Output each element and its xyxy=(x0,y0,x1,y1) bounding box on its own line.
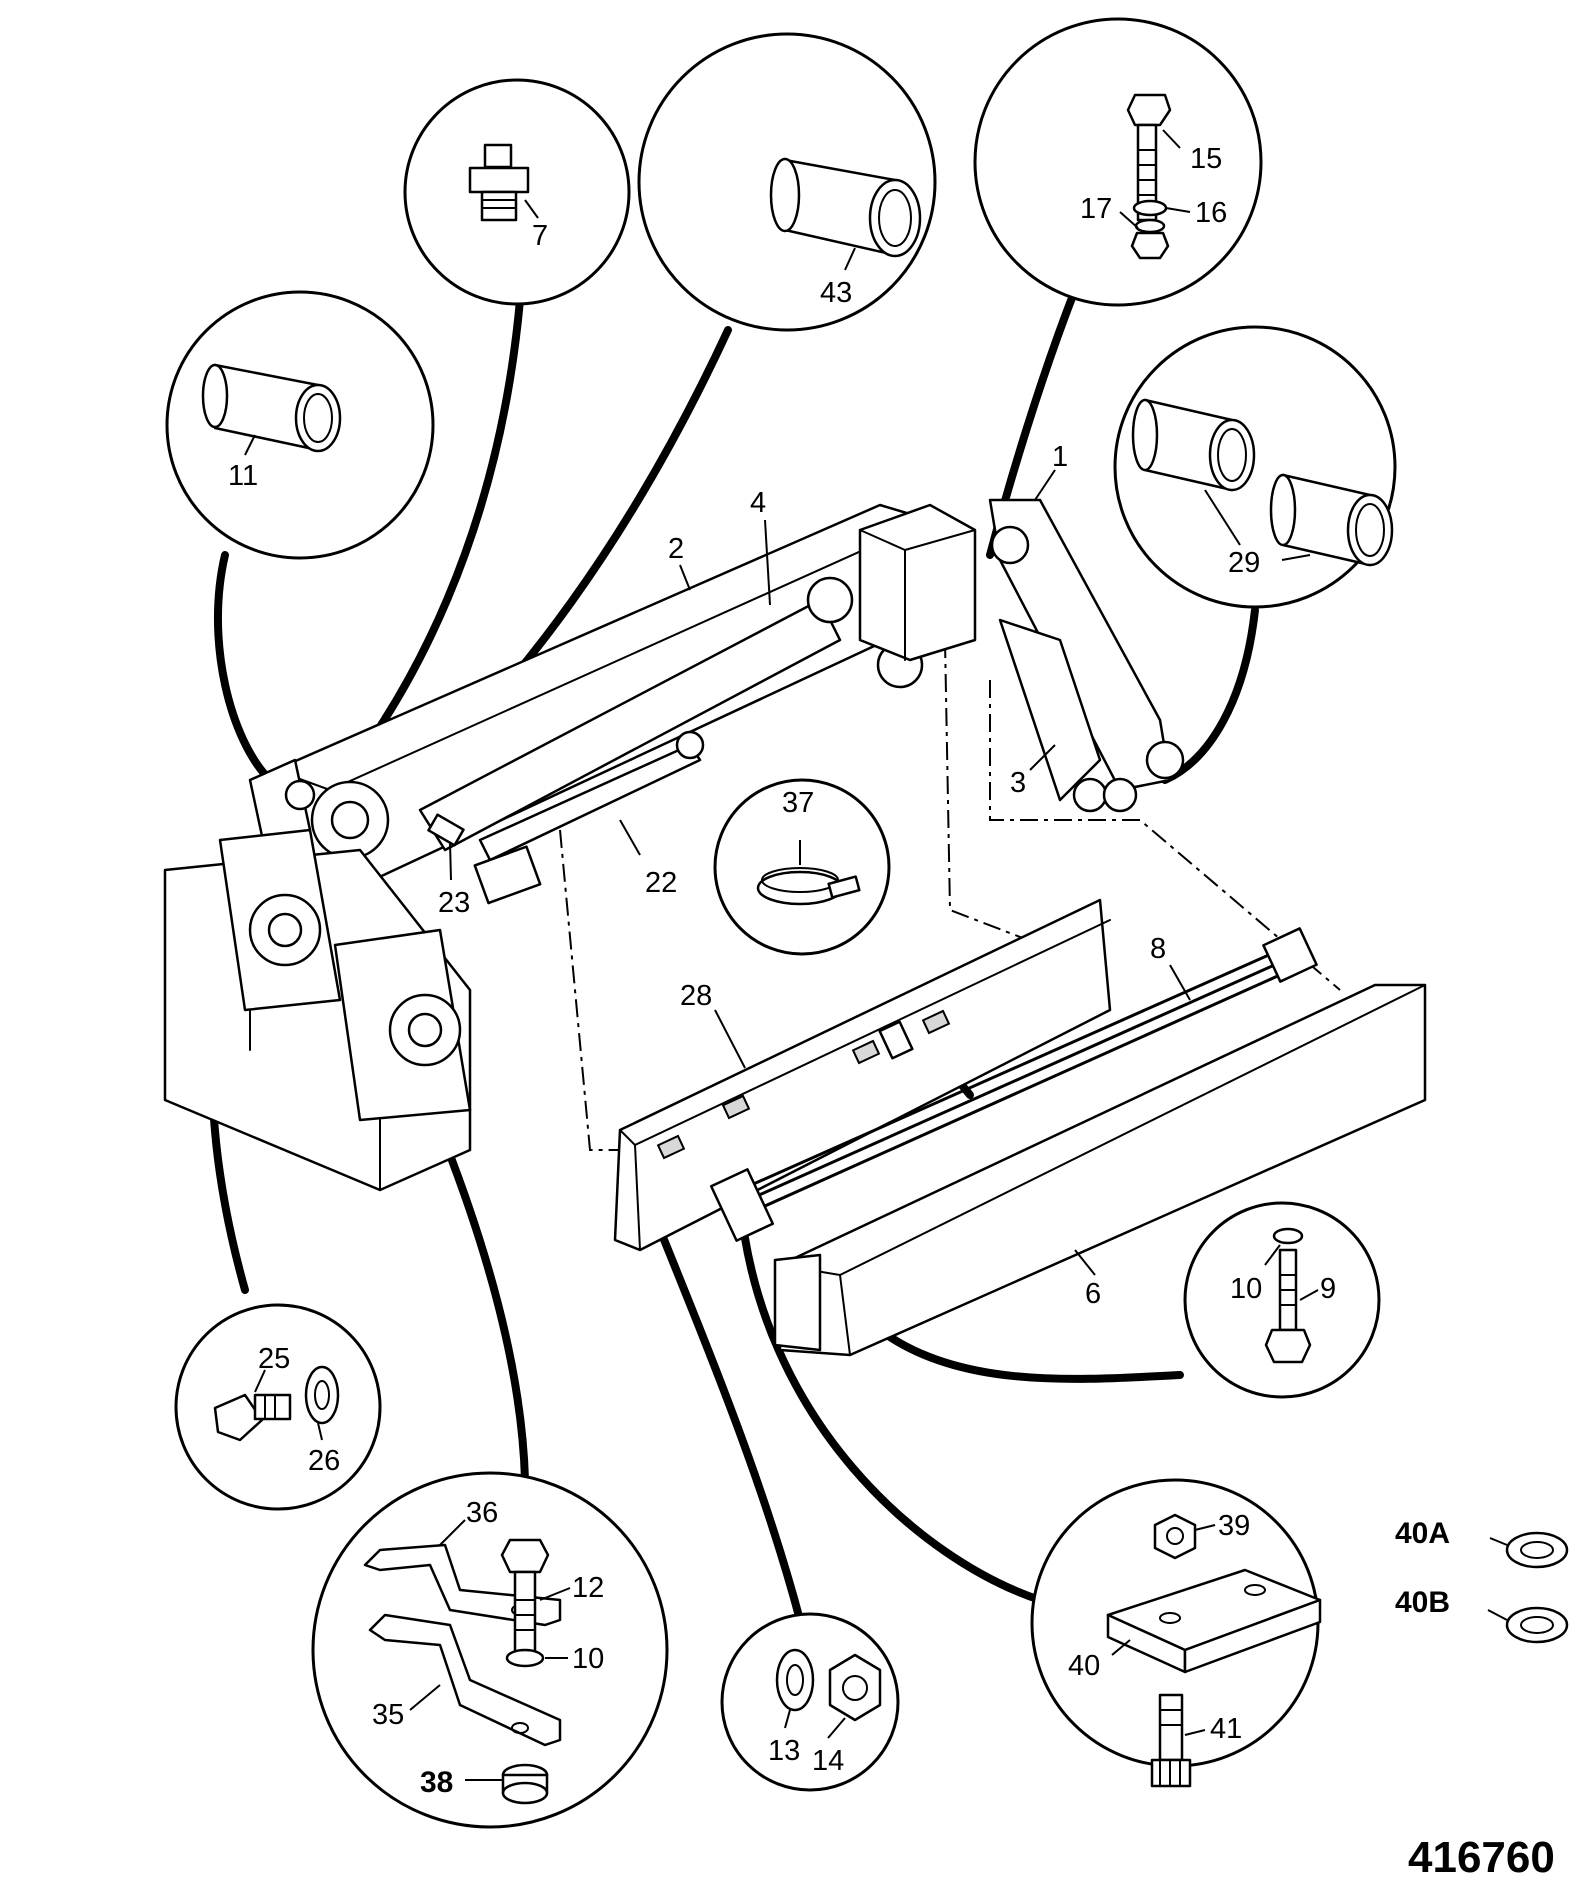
detail-bubble-9-10: 10 9 xyxy=(1183,1201,1381,1399)
callout-28: 28 xyxy=(680,980,712,1012)
callout-11: 11 xyxy=(228,460,258,492)
callout-43: 43 xyxy=(820,277,852,309)
callout-40: 40 xyxy=(1068,1650,1100,1682)
callout-35: 35 xyxy=(372,1699,404,1731)
detail-bubble-15-16-17: 15 16 17 xyxy=(973,17,1263,307)
callout-15: 15 xyxy=(1190,143,1222,175)
assembly-callouts: 1 2 4 3 22 23 8 28 6 xyxy=(438,441,1191,1310)
callout-12: 12 xyxy=(572,1572,604,1604)
callout-7: 7 xyxy=(532,220,548,252)
callout-13: 13 xyxy=(768,1735,800,1767)
callout-37: 37 xyxy=(782,787,814,819)
washer-40b: 40B xyxy=(1395,1586,1569,1644)
callout-40a: 40A xyxy=(1395,1517,1450,1550)
callout-39: 39 xyxy=(1218,1510,1250,1542)
callout-41: 41 xyxy=(1210,1713,1242,1745)
detail-bubble-39-40-41: 39 40 41 xyxy=(1030,1478,1322,1788)
callout-1: 1 xyxy=(1052,441,1068,473)
detail-bubble-43: 43 xyxy=(637,32,937,332)
callout-17: 17 xyxy=(1080,193,1112,225)
callout-16: 16 xyxy=(1195,197,1227,229)
detail-bubble-11: 11 xyxy=(165,290,435,560)
callout-6: 6 xyxy=(1085,1278,1101,1310)
callout-3: 3 xyxy=(1010,767,1026,799)
main-assembly xyxy=(163,498,1427,1357)
callout-10-lower: 10 xyxy=(572,1643,604,1675)
callout-2: 2 xyxy=(668,533,684,565)
callout-23: 23 xyxy=(438,887,470,919)
callout-22: 22 xyxy=(645,867,677,899)
hydraulic-ram xyxy=(418,598,842,852)
cover-box xyxy=(778,983,1427,1357)
callout-40b: 40B xyxy=(1395,1586,1450,1619)
detail-bubble-7: 7 xyxy=(403,78,631,306)
callout-26: 26 xyxy=(308,1445,340,1477)
washer-40a: 40A xyxy=(1395,1517,1569,1569)
detail-bubble-25-26: 25 26 xyxy=(174,1303,382,1511)
drawing-reference-number: 416760 xyxy=(1408,1833,1555,1882)
detail-bubble-13-14: 13 14 xyxy=(720,1612,900,1792)
callout-8: 8 xyxy=(1150,933,1166,965)
callout-36: 36 xyxy=(466,1497,498,1529)
callout-4: 4 xyxy=(750,487,766,519)
callout-38: 38 xyxy=(420,1766,453,1799)
detail-bubble-29: 29 xyxy=(1113,325,1397,609)
callout-14: 14 xyxy=(812,1745,844,1777)
callout-9: 9 xyxy=(1320,1273,1336,1305)
detail-bubble-37: 37 xyxy=(713,778,891,956)
callout-25: 25 xyxy=(258,1343,290,1375)
detail-bubble-35-36-12-10-38: 36 12 10 35 38 xyxy=(311,1471,669,1829)
callout-29: 29 xyxy=(1228,547,1260,579)
callout-10-upper: 10 xyxy=(1230,1273,1262,1305)
